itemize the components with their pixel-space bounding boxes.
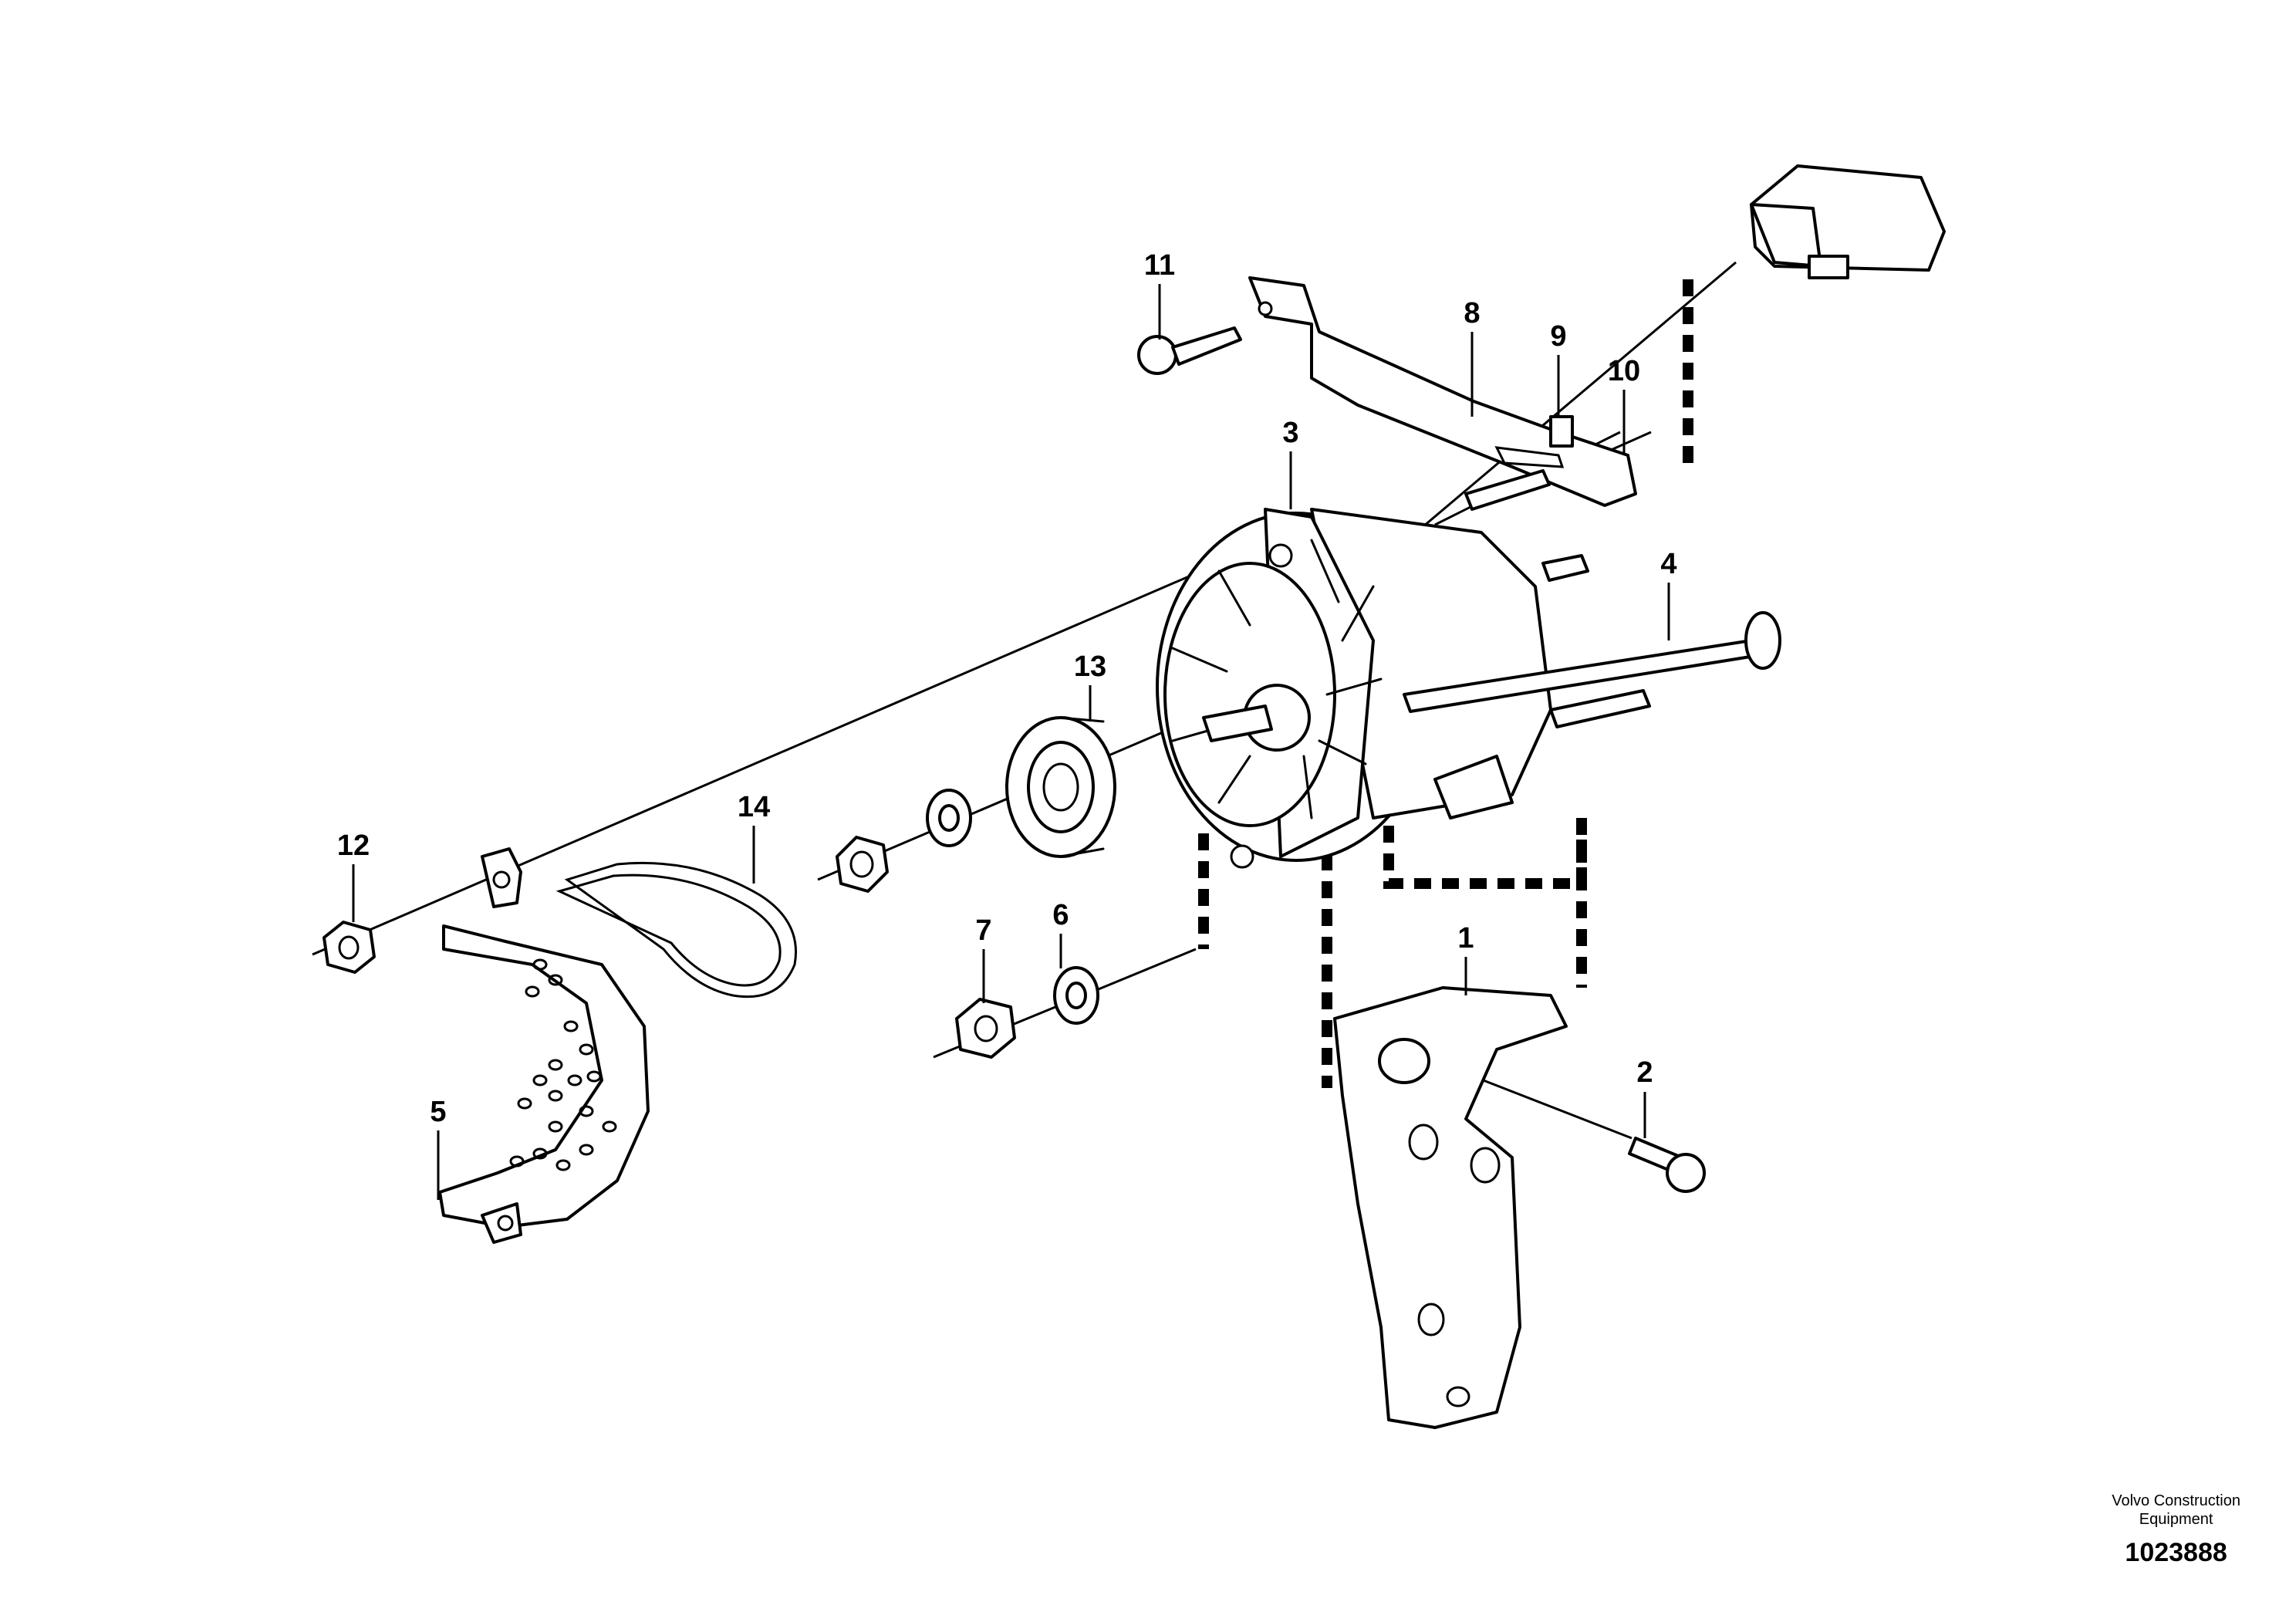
callout-2: 2	[1636, 1056, 1653, 1089]
washer-6-part	[1053, 966, 1099, 1025]
callout-1: 1	[1457, 922, 1474, 955]
nut-12-part	[322, 921, 376, 974]
callout-3: 3	[1282, 417, 1298, 449]
callout-10: 10	[1608, 355, 1640, 387]
bolt-4-part	[1403, 611, 1781, 713]
drawing-footer: Volvo Construction Equipment 1023888	[2112, 1492, 2240, 1568]
callout-14: 14	[738, 791, 770, 823]
shaft-washer-part	[926, 789, 972, 847]
nut-7-part	[955, 998, 1016, 1059]
pulley-part	[1005, 716, 1116, 858]
bolt-11-part	[1137, 326, 1242, 375]
alternator-part	[1156, 469, 1651, 869]
callout-9: 9	[1550, 320, 1566, 353]
mounting-bracket-part	[1333, 986, 1568, 1429]
shaft-nut-part	[836, 836, 889, 893]
callout-leaders	[352, 284, 1670, 1200]
callout-8: 8	[1464, 297, 1480, 329]
callout-7: 7	[975, 914, 991, 947]
callout-13: 13	[1074, 650, 1106, 683]
belt-part	[555, 861, 797, 999]
brand-name-line1: Volvo Construction	[2112, 1492, 2240, 1509]
callout-4: 4	[1660, 548, 1676, 580]
belt-guard-part	[438, 847, 650, 1244]
callout-labels: 1 2 3 4 5 6 7 8 9 10 11 12 13 14	[337, 249, 1677, 1128]
drawing-number: 1023888	[2125, 1538, 2227, 1567]
callout-5: 5	[430, 1096, 446, 1128]
dashed-assembly-lines	[1198, 279, 1693, 1088]
regulator-part	[1750, 164, 1946, 279]
upper-bracket-part	[1248, 276, 1637, 507]
callout-12: 12	[337, 830, 370, 862]
brand-name-line2: Equipment	[2139, 1511, 2213, 1528]
callout-6: 6	[1052, 899, 1069, 931]
callout-11: 11	[1144, 249, 1175, 282]
bolt-2-part	[1628, 1137, 1706, 1193]
